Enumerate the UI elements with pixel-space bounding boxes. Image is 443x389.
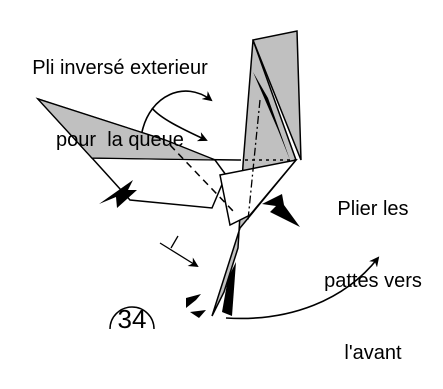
tail-fold-instruction: Pli inversé exterieur pour la queue [6, 8, 234, 176]
small-push-arrow-1 [186, 294, 201, 308]
push-arrow-left [99, 180, 137, 208]
reverse-fold-indicator [159, 235, 206, 318]
legs-white-face [219, 158, 298, 227]
legs-instruction-line-1: Plier les [337, 198, 409, 220]
head-tip [251, 30, 302, 161]
legs-instruction-line-2: pattes vers [324, 270, 422, 292]
push-arrow-right [262, 194, 300, 227]
fold-lines [169, 99, 296, 221]
origami-diagram [35, 30, 380, 329]
legs-flap [219, 158, 298, 227]
dash-dot-fold-line-neck [247, 99, 261, 221]
tail-fold-arrow [141, 90, 213, 133]
tail-instruction-line-1: Pli inversé exterieur [32, 57, 208, 79]
tail-instruction-line-2: pour la queue [56, 129, 184, 151]
step-circle [109, 306, 155, 329]
legs-fold-instruction: Plier les pattes vers l'avant [318, 149, 428, 389]
tail-fold-arrow-tail [151, 107, 208, 142]
lower-black-edge [222, 262, 236, 316]
step-number: 34 [117, 304, 147, 334]
legs-fold-arrow [225, 256, 380, 320]
legs-instruction-line-3: l'avant [344, 342, 402, 364]
small-push-arrow-2 [190, 310, 206, 318]
dashed-fold-line-diagonal [169, 144, 235, 213]
